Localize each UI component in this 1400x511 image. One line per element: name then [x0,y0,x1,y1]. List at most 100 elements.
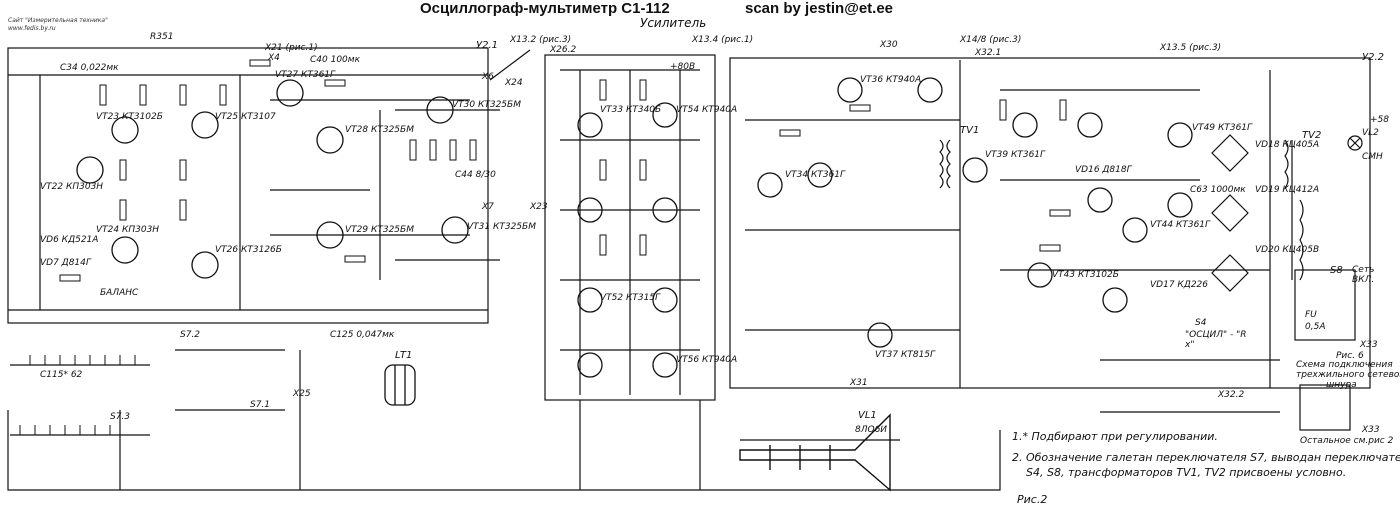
label-x32-2: X32.2 [1218,390,1245,400]
bridge-vd19 [1211,194,1249,232]
label-x7: X7 [482,202,494,212]
transistor-vt54 [652,287,678,313]
fig6-label: Рис. 6 [1336,351,1364,361]
label-vt34: VT34 КТ361Г [785,170,846,180]
transistor-symbols [76,77,1193,378]
lamp-cross-2 [1349,137,1361,149]
lamp-circle [1347,135,1363,151]
transistor-vt56 [652,352,678,378]
crt-body [739,413,891,492]
note-2-line-2: S4, S8, трансформаторов TV1, TV2 присвое… [1026,466,1347,479]
transistor-vt23 [111,116,139,144]
label-net: Сеть ВКЛ. [1352,265,1375,285]
transistor-vt39 [962,157,988,183]
label-c115: C115* 62 [40,370,83,380]
bridge-vd20 [1211,254,1249,292]
label-s7-1: S7.1 [250,400,271,410]
tv1-winding-1 [939,139,944,189]
note-2-line-1: 2. Обозначение галетан переключателя S7,… [1012,451,1400,464]
label-vt37: VT37 КТ815Г [875,350,936,360]
label-vt27: VT27 КТ361Г [275,70,336,80]
label-vt22: VT22 КП303Н [40,182,104,192]
label-x31: X31 [850,378,868,388]
label-x13-4: X13.4 (рис.1) [692,35,754,45]
label-vt28: VT28 КТ325БМ [345,125,414,135]
label-vt30: VT30 КТ325БМ [452,100,521,110]
label-vt56: VT56 КТ940А [676,355,738,365]
label-vl1: VL1 [858,410,877,421]
lt1-body [384,364,416,406]
label-x26-2: X26.2 [550,45,577,55]
label-vt29: VT29 КТ325БМ [345,225,414,235]
tv2-winding-1 [1284,139,1289,189]
label-x32-1: X32.1 [975,48,1002,58]
label-x13-2: X13.2 (рис.3) [510,35,572,45]
x6-lead [489,49,531,81]
transistor-vt22 [76,156,104,184]
transistor-vt25 [191,111,219,139]
label-x24: X24 [505,78,523,88]
transistor-vt36 [837,77,863,103]
wiring [7,47,1371,491]
label-s7-3: S7.3 [110,412,131,422]
label-x14-8: X14/8 (рис.3) [960,35,1022,45]
fig6-caption-2: трехжильного сетевого [1296,370,1400,380]
label-vd18: VD18 КЦ405А [1255,140,1320,150]
label-x30: X30 [880,40,898,50]
label-c40: C40 100мк [310,55,361,65]
transistor-vt51 [577,197,603,223]
lt1-symbol [384,364,416,406]
fig6-fuse-frame [1299,384,1351,431]
label-vl2: VL2 [1362,128,1379,138]
rest-see-fig2: Остальное см.рис 2 [1300,436,1394,446]
resistor-bodies [59,59,1071,282]
label-tv1: TV1 [960,125,980,136]
label-vd19: VD19 КЦ412А [1255,185,1320,195]
figure-label: Рис.2 [1017,493,1048,506]
label-vt33: VT33 КТ340Б [600,105,662,115]
bottom-bus [7,410,1001,491]
u21-label: У2.1 [476,40,498,51]
transistor-vt42 [1087,187,1113,213]
label-vt49: VT49 КТ361Г [1192,123,1253,133]
transistor-vt38 [917,77,943,103]
switch-s7-contacts [19,355,136,435]
site-credit: Сайт "Измерительная техника" www.fedis.b… [8,17,108,33]
label-x25: X25 [293,389,311,399]
label-vt23: VT23 КТ3102Б [96,112,163,122]
fig6-caption-1: Схема подключения [1296,360,1393,370]
label-vt55: VT54 КТ940А [676,105,738,115]
label-x21: X21 (рис.1) [265,43,318,53]
label-vd7: VD7 Д814Г [40,258,91,268]
block-amplifier-frame [544,54,716,401]
transistor-vt53 [577,352,603,378]
label-c125: C125 0,047мк [330,330,395,340]
transistor-vt52 [577,287,603,313]
label-vd16: VD16 Д818Г [1075,165,1132,175]
transistor-vt44 [1122,217,1148,243]
label-plus58: +58 [1370,115,1389,125]
site-url: www.fedis.by.ru [8,25,56,32]
label-vt31: VT31 КТ325БМ [467,222,536,232]
label-c63: C63 1000мк [1190,185,1246,195]
site-name: Сайт "Измерительная техника" [8,17,108,24]
label-x6: X6 [482,72,494,82]
label-c34: C34 0,022мк [60,63,119,73]
fig6-frame [1294,269,1356,341]
label-s4-text: "ОСЦИЛ" - "R x" [1185,330,1247,350]
transistor-vt31 [441,216,469,244]
label-plus80: +80В [670,62,696,72]
label-vt44: VT44 КТ361Г [1150,220,1211,230]
label-c44: C44 8/30 [455,170,496,180]
transistor-vt57 [652,197,678,223]
label-lt1: LT1 [395,350,413,361]
label-vt26: VT26 КТ3126Б [215,245,282,255]
transistor-vt49 [1167,122,1193,148]
label-x4: X4 [268,53,280,63]
transistor-vt46 [1102,287,1128,313]
label-fu: FU [1305,310,1317,320]
document-title: Осциллограф-мультиметр С1-112 [420,0,670,17]
label-vt36: VT36 КТ940А [860,75,922,85]
block-u22-frame [729,57,1371,389]
label-s7-2: S7.2 [180,330,201,340]
